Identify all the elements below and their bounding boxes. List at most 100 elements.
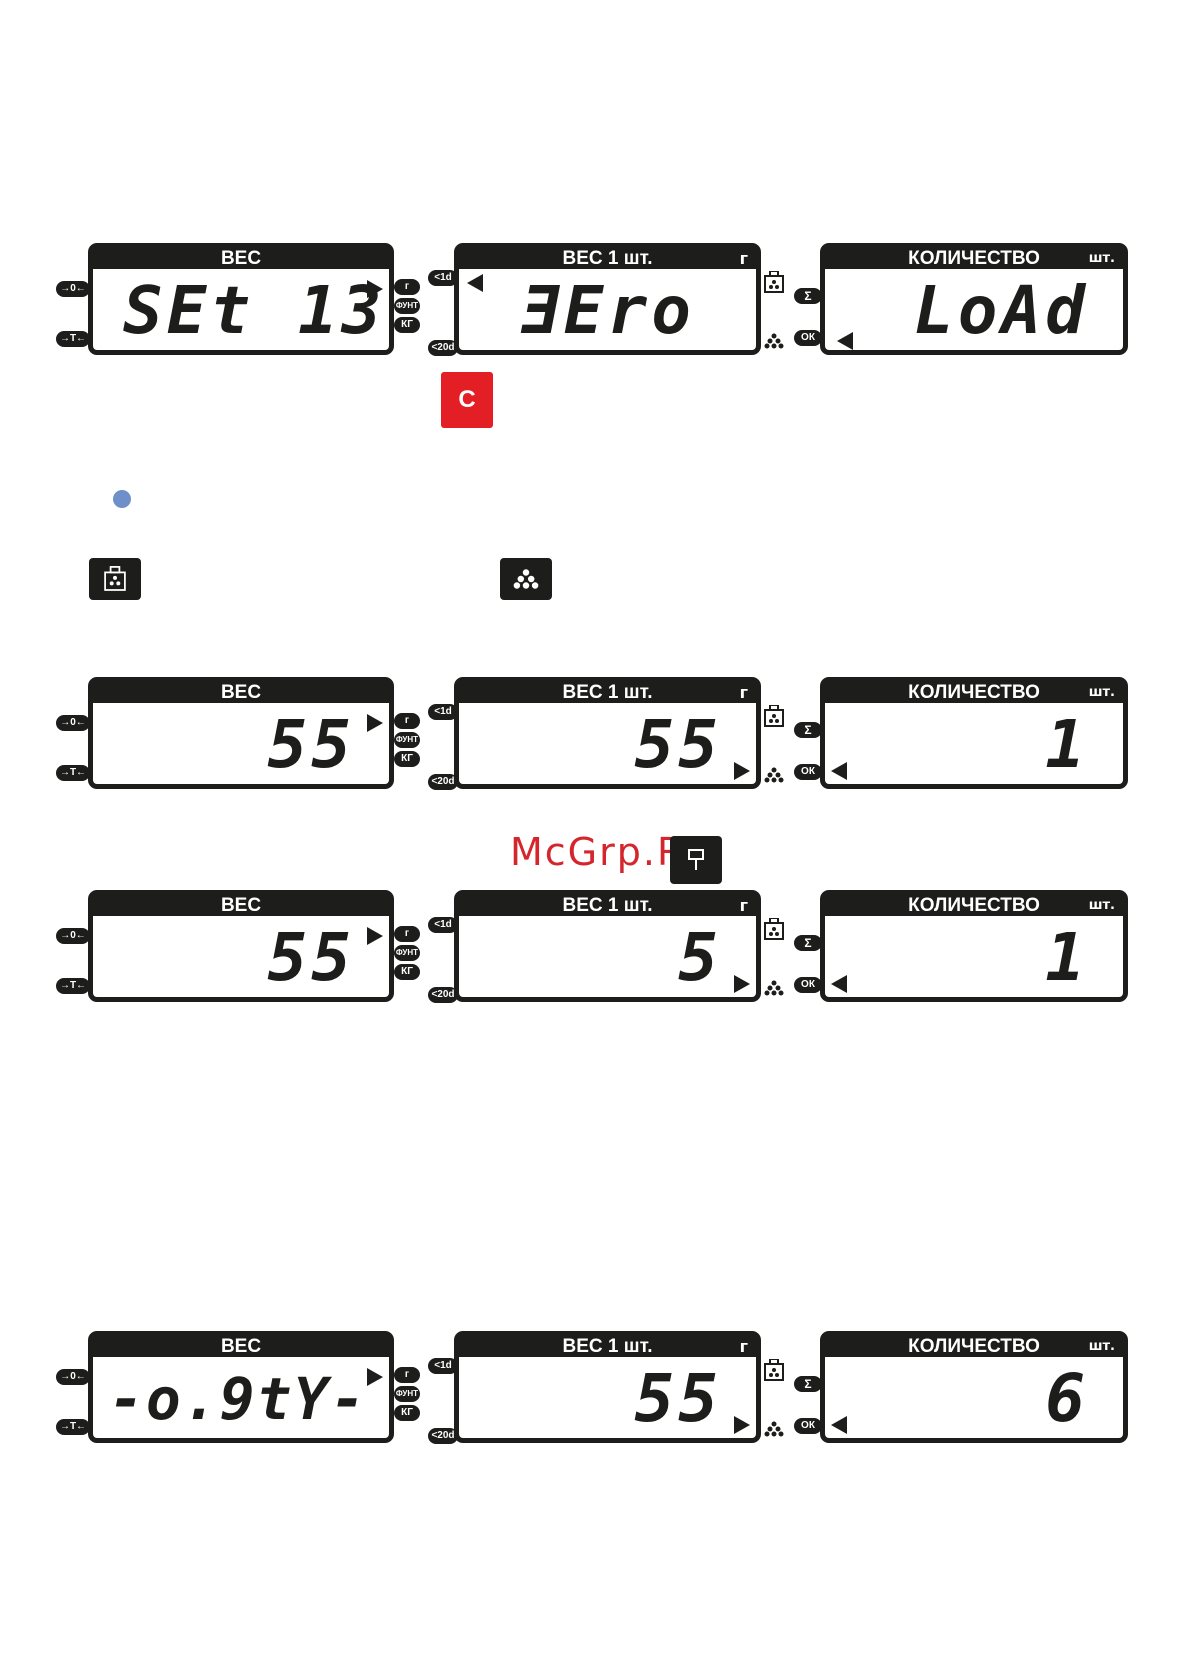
d20-tag: <20d bbox=[428, 987, 458, 1003]
count-display: КОЛИЧЕСТВО шт. 1 bbox=[820, 677, 1128, 789]
unit-weight-unit: г bbox=[739, 896, 748, 915]
unit-weight-value: ƎEro bbox=[520, 272, 695, 349]
weight-indicator bbox=[367, 1368, 383, 1386]
d1-tag: <1d bbox=[428, 270, 458, 286]
kg-tag: КГ bbox=[394, 751, 420, 767]
unit-weight-display: ВЕС 1 шт. г 55 bbox=[454, 677, 761, 789]
piece-weight-icon bbox=[764, 705, 784, 727]
weight-value: SEt 13 bbox=[123, 272, 386, 349]
clear-key[interactable]: C bbox=[441, 372, 493, 428]
pieces-key[interactable] bbox=[500, 558, 552, 600]
unit-weight-unit: г bbox=[739, 683, 748, 702]
tare-tag: →T← bbox=[56, 765, 90, 781]
pieces-icon bbox=[513, 569, 539, 589]
lb-tag: ФУНТ bbox=[394, 1386, 420, 1402]
unit-weight-value: 55 bbox=[634, 1360, 722, 1437]
piece-weight-icon bbox=[764, 1359, 784, 1381]
piece-weight-key[interactable] bbox=[89, 558, 141, 600]
weight-indicator bbox=[367, 927, 383, 945]
count-display: КОЛИЧЕСТВО шт. 1 bbox=[820, 890, 1128, 1002]
piece-weight-icon bbox=[104, 566, 126, 591]
unit-weight-label: ВЕС 1 шт. bbox=[459, 248, 756, 269]
d1-tag: <1d bbox=[428, 704, 458, 720]
lb-tag: ФУНТ bbox=[394, 945, 420, 961]
weight-indicator bbox=[367, 714, 383, 732]
count-value: 1 bbox=[1045, 706, 1089, 783]
zero-tag: →0← bbox=[56, 928, 90, 944]
unit-weight-unit: г bbox=[739, 249, 748, 268]
unit-weight-display: ВЕС 1 шт. г 55 bbox=[454, 1331, 761, 1443]
weight-display: ВЕС 55 bbox=[88, 677, 394, 789]
tare-tag: →T← bbox=[56, 331, 90, 347]
pieces-icon bbox=[764, 980, 784, 996]
sigma-tag: Σ bbox=[794, 722, 822, 738]
g-tag: г bbox=[394, 713, 420, 729]
count-indicator bbox=[831, 1416, 847, 1434]
sigma-tag: Σ bbox=[794, 1376, 822, 1392]
pieces-icon bbox=[764, 1421, 784, 1437]
unit-weight-display: ВЕС 1 шт. г ƎEro bbox=[454, 243, 761, 355]
lb-tag: ФУНТ bbox=[394, 298, 420, 314]
d20-tag: <20d bbox=[428, 1428, 458, 1444]
weight-value: -o.9tY- bbox=[109, 1365, 368, 1433]
weight-value: 55 bbox=[267, 919, 355, 996]
pieces-icon bbox=[764, 767, 784, 783]
unit-weight-value: 55 bbox=[634, 706, 722, 783]
count-display: КОЛИЧЕСТВО шт. 6 bbox=[820, 1331, 1128, 1443]
weight-label: ВЕС bbox=[93, 895, 389, 916]
display-row-2: →0← →T← ВЕС 55 г ФУНТ КГ <1d <20d ВЕС 1 … bbox=[0, 677, 1192, 797]
g-tag: г bbox=[394, 926, 420, 942]
count-unit: шт. bbox=[1088, 898, 1115, 913]
count-label: КОЛИЧЕСТВО bbox=[825, 1336, 1123, 1357]
piece-weight-icon bbox=[764, 918, 784, 940]
weight-indicator bbox=[367, 280, 383, 298]
unit-weight-value: 5 bbox=[678, 919, 722, 996]
unit-weight-indicator bbox=[734, 975, 750, 993]
display-row-3: →0← →T← ВЕС 55 г ФУНТ КГ <1d <20d ВЕС 1 … bbox=[0, 890, 1192, 1010]
count-display: КОЛИЧЕСТВО шт. LoAd bbox=[820, 243, 1128, 355]
unit-weight-display: ВЕС 1 шт. г 5 bbox=[454, 890, 761, 1002]
lb-tag: ФУНТ bbox=[394, 732, 420, 748]
count-indicator bbox=[831, 975, 847, 993]
count-value: 1 bbox=[1045, 919, 1089, 996]
count-unit: шт. bbox=[1088, 251, 1115, 266]
ok-tag: ОК bbox=[794, 330, 822, 346]
print-key[interactable] bbox=[670, 836, 722, 884]
d1-tag: <1d bbox=[428, 917, 458, 933]
weight-display: ВЕС SEt 13 bbox=[88, 243, 394, 355]
tare-tag: →T← bbox=[56, 978, 90, 994]
bullet-dot bbox=[113, 490, 131, 508]
g-tag: г bbox=[394, 279, 420, 295]
print-icon bbox=[688, 849, 704, 870]
unit-weight-label: ВЕС 1 шт. bbox=[459, 1336, 756, 1357]
count-indicator bbox=[837, 332, 853, 350]
weight-display: ВЕС -o.9tY- bbox=[88, 1331, 394, 1443]
unit-weight-indicator bbox=[467, 274, 483, 292]
zero-tag: →0← bbox=[56, 1369, 90, 1385]
unit-weight-indicator bbox=[734, 1416, 750, 1434]
kg-tag: КГ bbox=[394, 317, 420, 333]
g-tag: г bbox=[394, 1367, 420, 1383]
zero-tag: →0← bbox=[56, 715, 90, 731]
weight-label: ВЕС bbox=[93, 682, 389, 703]
unit-weight-label: ВЕС 1 шт. bbox=[459, 682, 756, 703]
d20-tag: <20d bbox=[428, 774, 458, 790]
display-row-1: →0← →T← ВЕС SEt 13 г ФУНТ КГ <1d <20d ВЕ… bbox=[0, 243, 1192, 363]
ok-tag: ОК bbox=[794, 977, 822, 993]
display-row-4: →0← →T← ВЕС -o.9tY- г ФУНТ КГ <1d <20d В… bbox=[0, 1331, 1192, 1451]
count-label: КОЛИЧЕСТВО bbox=[825, 248, 1123, 269]
count-unit: шт. bbox=[1088, 1339, 1115, 1354]
d1-tag: <1d bbox=[428, 1358, 458, 1374]
count-value: 6 bbox=[1045, 1360, 1089, 1437]
unit-weight-unit: г bbox=[739, 1337, 748, 1356]
ok-tag: ОК bbox=[794, 1418, 822, 1434]
piece-weight-icon bbox=[764, 271, 784, 293]
tare-tag: →T← bbox=[56, 1419, 90, 1435]
sigma-tag: Σ bbox=[794, 288, 822, 304]
unit-weight-indicator bbox=[734, 762, 750, 780]
count-indicator bbox=[831, 762, 847, 780]
unit-weight-label: ВЕС 1 шт. bbox=[459, 895, 756, 916]
count-value: LoAd bbox=[914, 272, 1089, 349]
kg-tag: КГ bbox=[394, 1405, 420, 1421]
count-label: КОЛИЧЕСТВО bbox=[825, 895, 1123, 916]
